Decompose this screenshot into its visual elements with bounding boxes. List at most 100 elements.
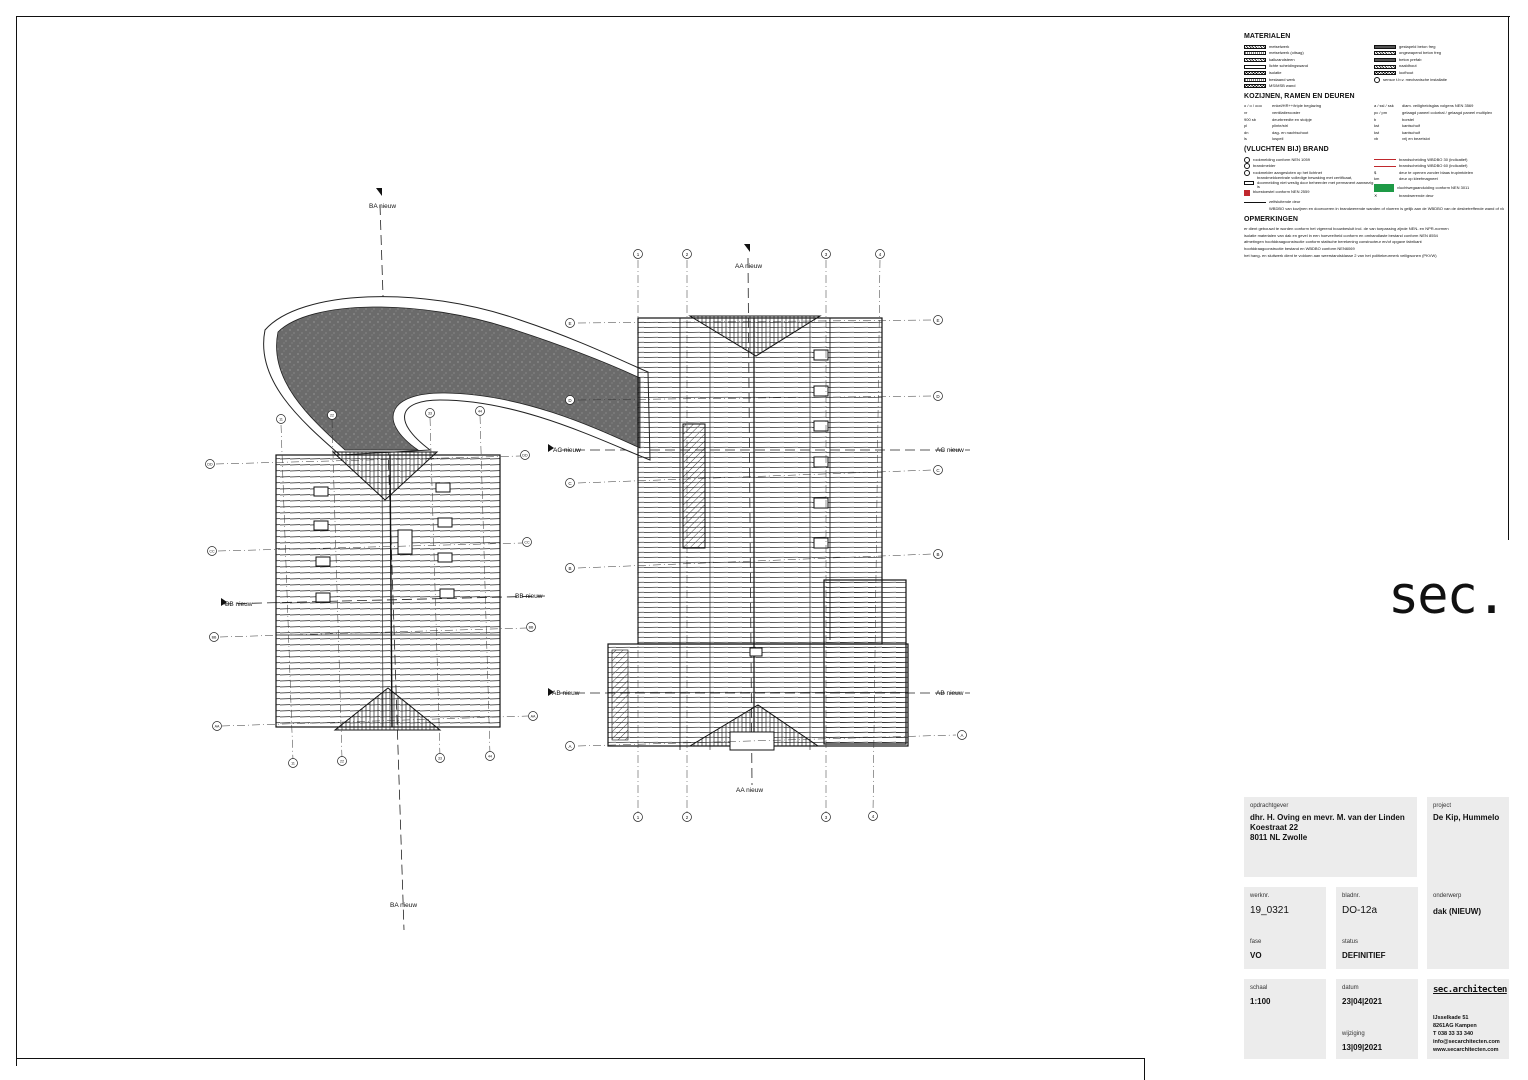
svg-text:33: 33: [438, 756, 442, 760]
svg-text:11: 11: [291, 761, 295, 765]
sec-logo: sec.: [1388, 566, 1507, 626]
grid-bubble-row-e-right: E: [933, 315, 943, 325]
legend-item: brandscheiding WBDBO 30 (indicatief): [1374, 157, 1504, 164]
svg-text:AA: AA: [531, 714, 536, 718]
hatch-swatch: [1244, 64, 1266, 69]
tb-value: VO: [1250, 951, 1262, 960]
grid-bubble-col-44-bottom: 44: [485, 751, 495, 761]
legend-item: brandmelder: [1244, 163, 1374, 170]
grid-bubble-row-bb-right: BB: [526, 622, 536, 632]
curved-gravel-roof: [263, 296, 651, 461]
tb-project: project De Kip, Hummelo onderwerp dak (N…: [1427, 797, 1509, 969]
tb-label: status: [1342, 939, 1359, 945]
legend-item: metselwerk: [1244, 44, 1374, 51]
svg-text:E: E: [568, 321, 571, 326]
grid-bubble-row-aa-left: AA: [212, 721, 222, 731]
tb-value: 1:100: [1250, 997, 1271, 1006]
legend-vluchten-right: brandscheiding WBDBO 30 (indicatief) bra…: [1374, 157, 1504, 200]
grid-bubble-row-aa-right: AA: [528, 711, 538, 721]
legend-item: ongewapend beton freg: [1374, 50, 1504, 57]
legend-item: bluestoestel conform NEN 2559: [1244, 189, 1374, 196]
grid-bubble-row-b-left: B: [565, 563, 575, 573]
tb-value: Koestraat 22: [1250, 823, 1299, 832]
grid-bubbles-left: 11 22 33 44 11 22 33 44 DD CC BB AA DD C…: [205, 406, 538, 768]
svg-text:4: 4: [879, 252, 882, 257]
firm-address-line: info@secarchitecten.com: [1433, 1039, 1500, 1045]
tb-label: bladnr.: [1342, 893, 1361, 899]
svg-text:BB: BB: [212, 635, 217, 639]
grid-bubble-row-dd-right: DD: [520, 450, 530, 460]
grid-bubble-col-11-top: 11: [276, 414, 286, 424]
tb-schaal: schaal 1:100: [1244, 979, 1326, 1059]
legend-item: rookmelding conform NEN 1059: [1244, 157, 1374, 164]
tb-bladnr: bladnr. DO-12a status DEFINITIEF: [1336, 887, 1418, 969]
svg-text:DD: DD: [522, 453, 528, 457]
section-arrow-aa-top: [744, 244, 750, 252]
svg-text:22: 22: [330, 413, 334, 417]
svg-text:3: 3: [825, 252, 828, 257]
grid-bubble-row-cc-right: CC: [522, 537, 532, 547]
section-label-ac-right: AC nieuw: [936, 447, 964, 454]
legend-wbdbo-note: WBDBO van kozijnen en doorvoeren in bran…: [1269, 206, 1504, 212]
hatch-swatch: [1244, 71, 1266, 76]
svg-text:44: 44: [478, 409, 482, 413]
svg-text:CC: CC: [524, 540, 530, 544]
legend-materialen-left: metselwerk metselwerk (oitsag) kalkzands…: [1244, 44, 1374, 90]
legend-item: rookmelder aangesloten op het lichtnet: [1244, 170, 1374, 177]
tb-firm: sec.architecten IJsselkade 51 8261AG Kam…: [1427, 979, 1509, 1059]
right-roof-plan: [607, 315, 909, 751]
section-arrow-bb-left: [221, 598, 227, 606]
grid-bubble-col-2-top: 2: [682, 249, 692, 259]
fire-separation-60-line: [1374, 165, 1396, 167]
fire-separation-30-line: [1374, 159, 1396, 161]
firm-address-line: T 038 33 33 340: [1433, 1031, 1474, 1037]
grid-bubble-row-c-right: C: [933, 465, 943, 475]
sheet-frame-bottom-edge: [16, 1058, 1144, 1059]
self-closing-door-line: [1244, 202, 1266, 204]
legend-item: naaldhout: [1374, 63, 1504, 70]
grid-bubble-row-d-right: D: [933, 391, 943, 401]
grid-bubble-col-4-top: 4: [875, 249, 885, 259]
tb-datum: datum 23|04|2021 wijziging 13|09|2021: [1336, 979, 1418, 1059]
section-label-ab-left: AB nieuw: [552, 690, 580, 697]
grid-bubble-col-1-top: 1: [633, 249, 643, 259]
svg-text:D: D: [568, 398, 572, 403]
legend-item: ✕brandwerende deur: [1374, 192, 1434, 198]
grid-bubble-col-11-bottom: 11: [288, 758, 298, 768]
exit-sign-icon: [1374, 183, 1394, 192]
legend-item: gestapeld beton freg: [1374, 44, 1504, 51]
hatch-swatch: [1244, 77, 1266, 82]
legend-item: vluchtwegaanduiding conform NEN 3011: [1374, 183, 1504, 193]
section-arrow-ab-left: [548, 688, 554, 696]
sheet-frame: [16, 16, 1510, 1066]
svg-text:AA: AA: [215, 724, 220, 728]
grid-bubble-col-22-top: 22: [327, 410, 337, 420]
legend-kozijnen-heading: KOZIJNEN, RAMEN EN DEUREN: [1244, 92, 1355, 100]
svg-text:2: 2: [686, 252, 689, 257]
section-arrow-ac-left: [548, 444, 554, 452]
grid-bubble-row-dd-left: DD: [205, 459, 215, 469]
legend-item: brandmeldcentrale volledige bewaking met…: [1244, 176, 1374, 189]
tb-opdrachtgever: opdrachtgever dhr. H. Oving en mevr. M. …: [1244, 797, 1417, 877]
legend-vluchten-left: rookmelding conform NEN 1059 brandmelder…: [1244, 157, 1374, 200]
legend-item: zelfsluitende deur: [1244, 199, 1504, 206]
svg-text:C: C: [568, 481, 572, 486]
svg-text:C: C: [936, 468, 940, 473]
legend-item: lichte scheidingswand: [1244, 63, 1374, 70]
opmerking-line: hoofddraagconstructie bestand en WBDBO c…: [1244, 246, 1355, 252]
legend-item: loofhout: [1374, 70, 1504, 77]
svg-text:33: 33: [428, 411, 432, 415]
legend-item: brandscheiding WBDBO 60 (indicatief): [1374, 163, 1504, 170]
tb-value: DEFINITIEF: [1342, 951, 1386, 960]
opmerking-line: het hang- en sluitwerk dient te voldoen …: [1244, 252, 1437, 258]
tb-value: DO-12a: [1342, 905, 1378, 916]
